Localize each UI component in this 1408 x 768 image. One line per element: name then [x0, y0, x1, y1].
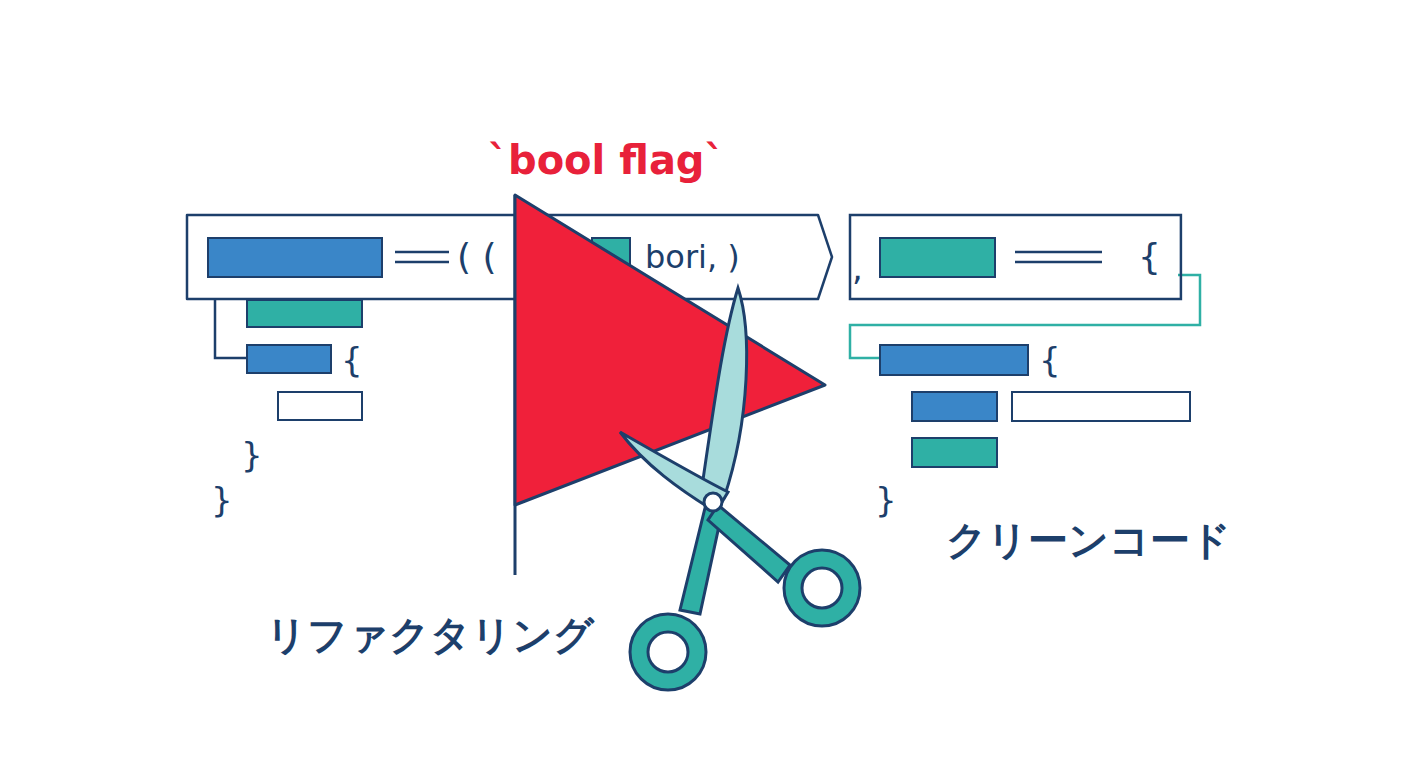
- clean-code-label: クリーンコード: [946, 520, 1231, 560]
- box-border: [187, 215, 832, 299]
- code-brace: {: [341, 343, 363, 377]
- code-bar: [912, 438, 997, 467]
- red-flag: [515, 195, 825, 505]
- code-bar: [880, 345, 1028, 375]
- scissor-ring: [630, 614, 706, 690]
- scissor-ring: [784, 550, 860, 626]
- code-line: [1015, 261, 1102, 264]
- code-brace: }: [875, 483, 897, 517]
- code-brace: }: [241, 438, 263, 472]
- code-bar: [247, 345, 331, 373]
- scissor-blade: [700, 288, 747, 500]
- box-border: [850, 215, 1181, 299]
- code-bar: [912, 392, 997, 421]
- scissor-ring-hole: [802, 568, 842, 608]
- comma: ,: [852, 251, 863, 285]
- scissor-handle: [708, 505, 790, 582]
- code-line: [395, 251, 449, 254]
- code-bar: [1012, 392, 1190, 421]
- code-bar: [247, 300, 362, 327]
- code-bar: [592, 238, 630, 277]
- code-paren: ( (: [457, 239, 497, 275]
- code-box: {: [850, 215, 1181, 299]
- code-brace: {: [1039, 343, 1061, 377]
- code-line: [1015, 251, 1102, 254]
- code-param: bori, ): [645, 241, 740, 273]
- scissor-handle: [680, 508, 722, 614]
- code-bar: [278, 392, 362, 420]
- tree-line: [215, 298, 247, 358]
- code-brace: }: [211, 483, 233, 517]
- box-outline: [850, 215, 1181, 299]
- refactoring-label: リファクタリング: [266, 615, 594, 655]
- code-brace: {: [1138, 239, 1161, 275]
- code-line: [395, 261, 449, 264]
- flag-title: `bool flag`: [488, 140, 725, 180]
- code-bar: [880, 238, 995, 277]
- flag-pole: [514, 195, 517, 575]
- code-box: ( ( bori, ): [187, 215, 832, 299]
- scissor-blade: [620, 432, 728, 512]
- code-bar: [208, 238, 382, 277]
- scissor-ring-hole: [648, 632, 688, 672]
- scissor-pivot: [704, 493, 722, 511]
